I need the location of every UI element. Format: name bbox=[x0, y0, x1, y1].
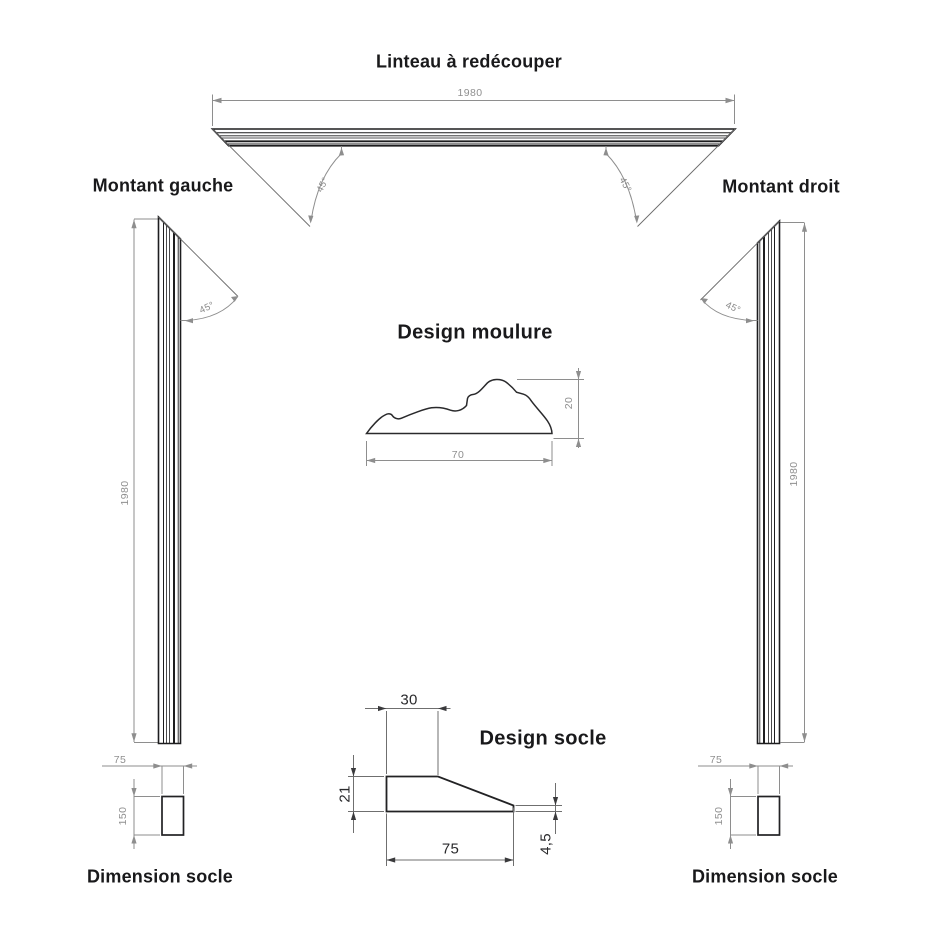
lintel-drawing bbox=[210, 94, 737, 227]
montant-droit-drawing bbox=[700, 219, 808, 745]
moulure-profile-drawing bbox=[365, 368, 584, 466]
socle-right-width-dim: 75 bbox=[709, 753, 723, 766]
socle-title: Design socle bbox=[479, 727, 607, 750]
socle-left-title: Dimension socle bbox=[86, 866, 234, 887]
socle-left-drawing bbox=[102, 763, 197, 849]
socle-left-height-dim: 21 bbox=[336, 785, 353, 803]
socle-right-height-dim: 150 bbox=[712, 806, 725, 825]
lintel-length-dim: 1980 bbox=[457, 86, 483, 99]
montant-droit-length-dim: 1980 bbox=[788, 461, 800, 487]
montant-gauche-title: Montant gauche bbox=[92, 175, 234, 196]
montant-droit-title: Montant droit bbox=[722, 176, 840, 197]
moulure-height-dim: 20 bbox=[563, 396, 575, 410]
socle-right-height-dim: 4,5 bbox=[537, 832, 555, 855]
socle-profile-drawing bbox=[348, 705, 562, 866]
moulure-title: Design moulure bbox=[397, 321, 553, 344]
lintel-title: Linteau à redécouper bbox=[375, 51, 563, 72]
socle-right-title: Dimension socle bbox=[691, 866, 839, 887]
socle-top-width-dim: 30 bbox=[400, 691, 418, 709]
socle-right-drawing bbox=[698, 763, 793, 849]
moulure-width-dim: 70 bbox=[451, 449, 465, 461]
socle-left-height-dim: 150 bbox=[116, 806, 129, 825]
socle-left-width-dim: 75 bbox=[113, 753, 127, 766]
socle-bottom-width-dim: 75 bbox=[441, 840, 460, 858]
montant-gauche-length-dim: 1980 bbox=[119, 480, 131, 506]
montant-gauche-drawing bbox=[131, 215, 239, 745]
